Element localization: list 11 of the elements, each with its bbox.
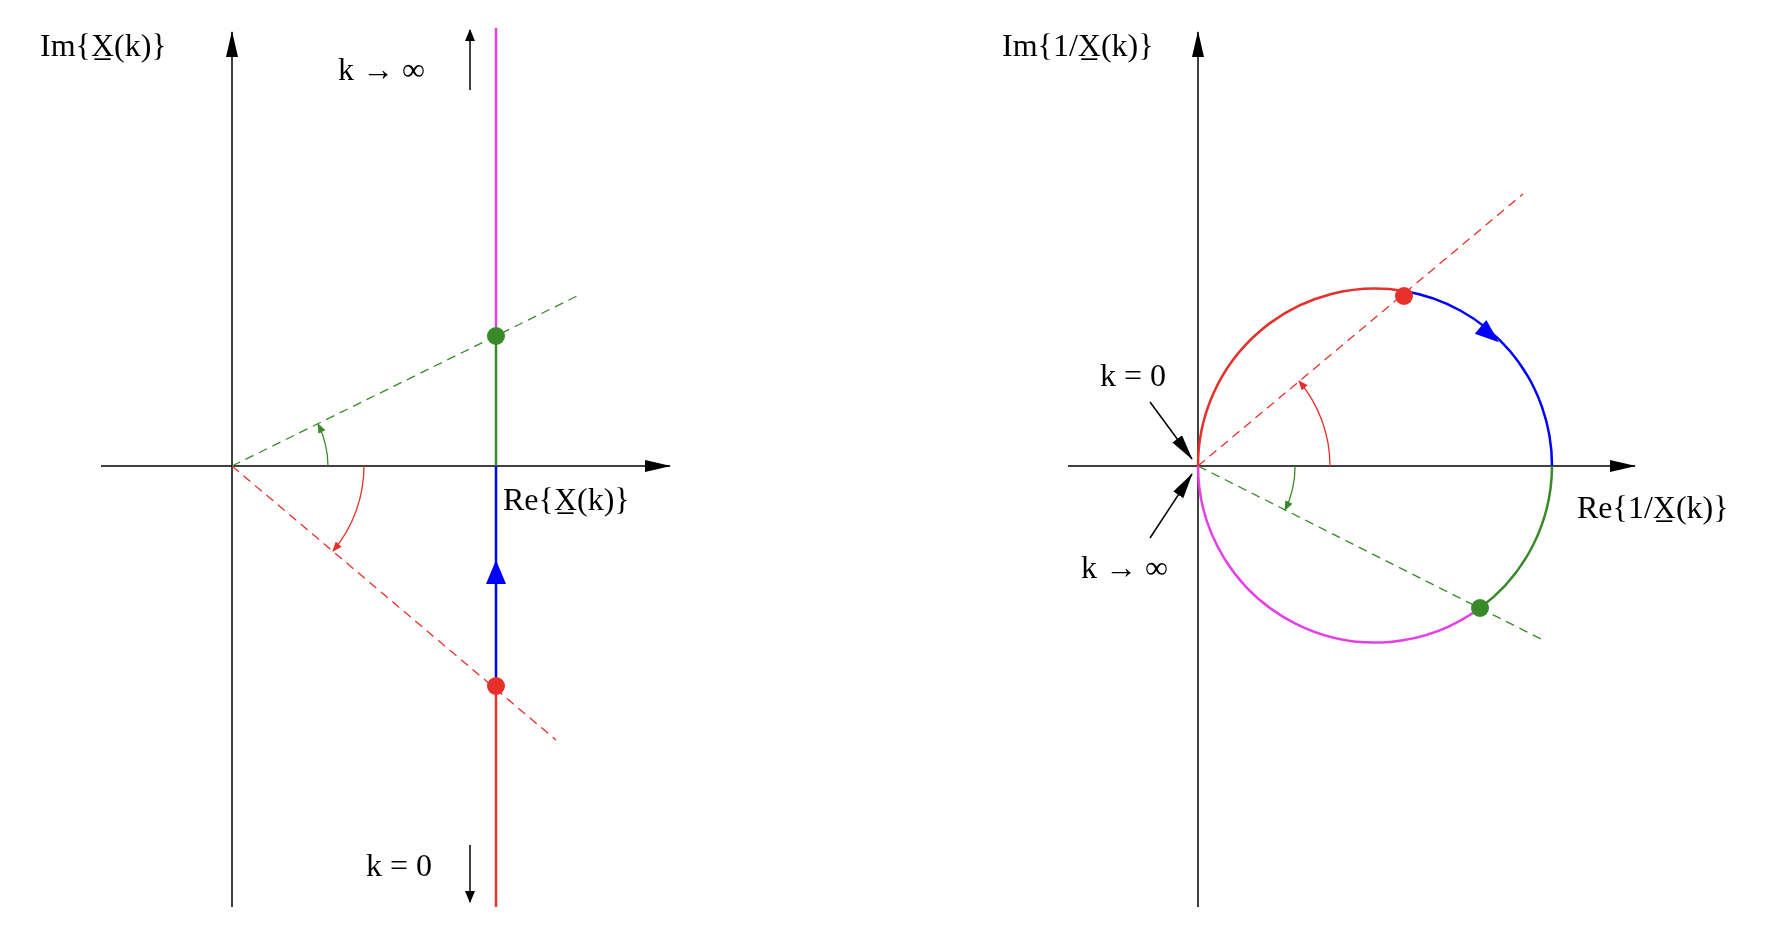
axis-label: Re{1/X̲(k)}	[1577, 490, 1729, 526]
annotation: k → ∞	[1081, 550, 1168, 586]
annotation: k = 0	[1100, 358, 1167, 394]
axis-label: k → ∞	[338, 52, 425, 88]
axis-label: k = 0	[366, 848, 433, 884]
axis-label: Im{X̲(k)}	[40, 28, 167, 64]
locus-circle	[1196, 287, 1554, 644]
axis-label: Re{X̲(k)}	[503, 482, 630, 518]
leader-line	[1149, 401, 1193, 460]
axis-label: Im{1/X̲(k)}	[1002, 28, 1154, 64]
leader-line	[1149, 473, 1193, 539]
